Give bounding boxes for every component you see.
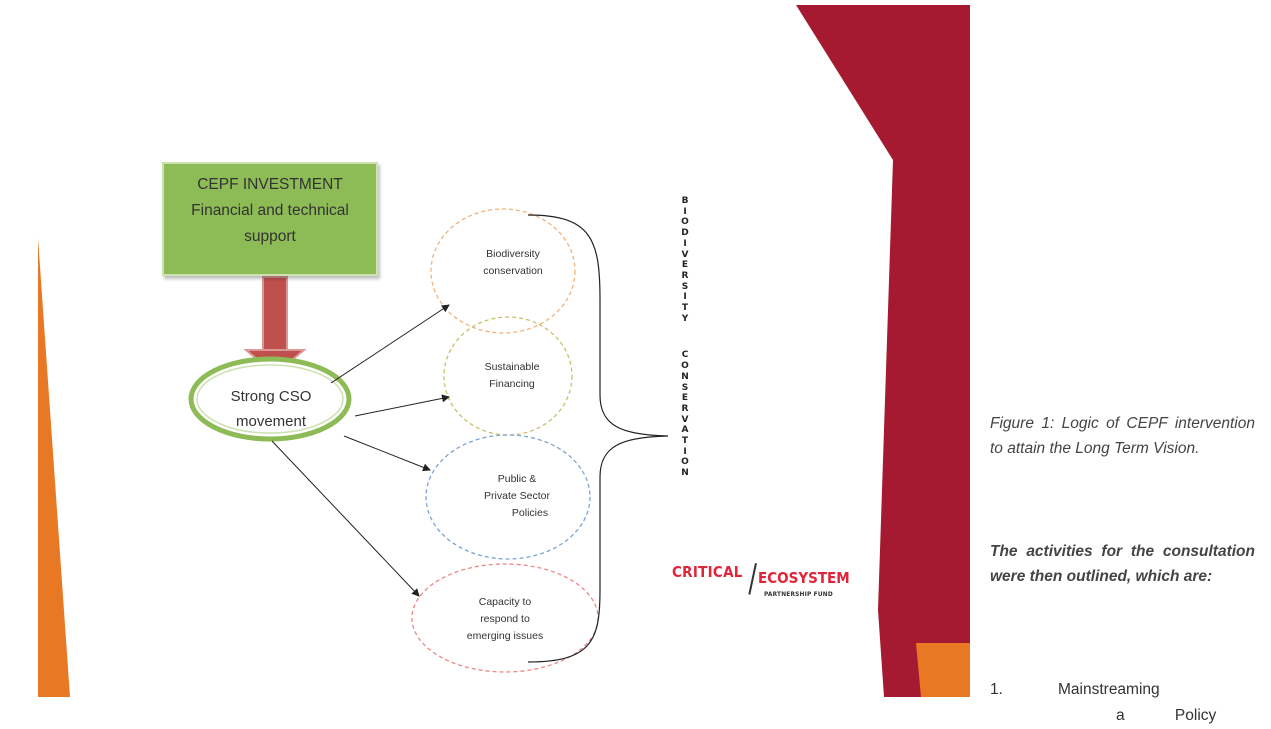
logo-divider [748, 563, 757, 595]
vertical-letter: B [681, 196, 689, 206]
investment-box-line1: CEPF INVESTMENT [197, 176, 343, 193]
outcome-circle-policies [425, 434, 591, 560]
curly-brace [527, 214, 669, 663]
outcome-biodiversity-line2: conservation [483, 265, 543, 277]
cso-node-ellipse [188, 356, 352, 442]
vertical-letter: E [681, 393, 689, 404]
vertical-letter: I [683, 238, 687, 249]
vertical-letter: I [683, 292, 687, 303]
outcome-label-policies: Public & Private Sector Policies [462, 471, 572, 522]
vertical-letter: C [681, 350, 689, 361]
vertical-letter: R [681, 403, 689, 414]
arrow-to-financing [354, 394, 450, 417]
vertical-letter: V [681, 414, 689, 425]
cso-node-label: Strong CSO movement [196, 384, 346, 434]
list-item-number: 1. [990, 681, 1003, 698]
outcome-policies-line1: Public & [497, 473, 537, 485]
orange-tab-right [916, 643, 970, 697]
investment-box-line3: support [244, 228, 296, 245]
outcome-policies-line2: Private Sector [484, 490, 550, 502]
outcome-capacity-line2: respond to [480, 613, 530, 625]
investment-box: CEPF INVESTMENT Financial and technical … [162, 162, 378, 276]
outcome-financing-line2: Financing [489, 378, 535, 390]
vertical-word-gap [678, 324, 692, 350]
vertical-letter: O [681, 457, 689, 468]
vertical-letter: S [681, 382, 689, 393]
list-item-text: Mainstreaming [1058, 681, 1160, 698]
cepf-logo: CRITICAL ECOSYSTEM PARTNERSHIP FUND [672, 563, 872, 603]
vertical-letter: T [681, 436, 689, 447]
arrow-to-policies [343, 435, 431, 472]
outcome-biodiversity-line1: Biodiversity [486, 248, 540, 260]
outcome-label-financing: Sustainable Financing [462, 359, 562, 393]
vertical-letter: T [681, 303, 689, 314]
arrow-to-biodiversity [330, 304, 450, 384]
outcome-circle-biodiversity [430, 208, 576, 334]
vertical-letter: N [681, 371, 689, 382]
vertical-letter: E [681, 260, 689, 271]
vertical-letter: S [681, 281, 689, 292]
outcome-circle-financing [443, 316, 573, 436]
logo-word-ecosystem: ECOSYSTEM [758, 569, 850, 587]
vertical-letter: V [681, 249, 689, 260]
vertical-letter: O [681, 361, 689, 372]
logo-subtitle: PARTNERSHIP FUND [764, 590, 833, 598]
outcome-financing-line1: Sustainable [484, 361, 540, 373]
list-item-continuation: a Policy [1116, 707, 1217, 724]
investment-box-line2: Financial and technical [191, 202, 349, 219]
activities-heading: The activities for the consultation were… [990, 543, 1255, 585]
outcome-policies-line3: Policies [511, 507, 549, 519]
vertical-letter: Y [681, 313, 689, 324]
cso-label-line2: movement [235, 413, 307, 430]
vertical-letter: N [681, 468, 689, 479]
logo-word-critical: CRITICAL [672, 563, 743, 581]
outcome-label-biodiversity: Biodiversity conservation [458, 246, 568, 280]
vertical-letter: I [683, 206, 687, 217]
crimson-band [796, 5, 970, 697]
vertical-letter: I [683, 446, 687, 457]
vertical-letter: D [681, 228, 689, 239]
vertical-letter: A [681, 425, 689, 436]
outcome-capacity-line1: Capacity to [478, 596, 532, 608]
arrow-to-capacity [271, 440, 420, 597]
outcome-capacity-line3: emerging issues [466, 630, 544, 642]
outcome-label-capacity: Capacity to respond to emerging issues [445, 594, 565, 645]
vertical-letter: R [681, 270, 689, 281]
figure-caption: Figure 1: Logic of CEPF intervention to … [990, 415, 1255, 457]
orange-band-left [38, 238, 70, 697]
cso-label-line1: Strong CSO [230, 388, 312, 405]
vertical-letter: O [681, 217, 689, 228]
